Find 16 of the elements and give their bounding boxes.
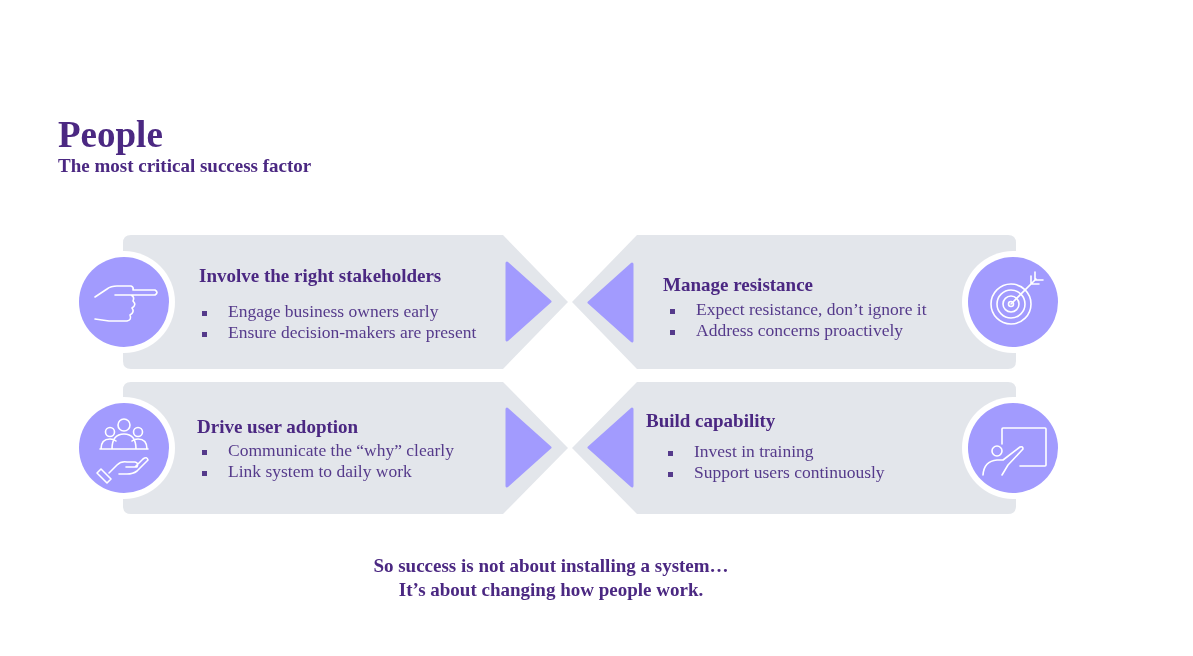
panel-heading: Manage resistance bbox=[663, 274, 814, 297]
bullet-item: Communicate the “why” clearly bbox=[202, 439, 454, 461]
bullet-item: Engage business owners early bbox=[202, 300, 439, 322]
bullet-item: Link system to daily work bbox=[202, 460, 412, 482]
slide-title: People bbox=[58, 113, 163, 157]
bullet-item: Support users continuously bbox=[668, 461, 885, 483]
slide-subtitle: The most critical success factor bbox=[58, 155, 312, 178]
bullet-item: Expect resistance, don’t ignore it bbox=[670, 299, 927, 320]
panel-heading: Drive user adoption bbox=[197, 415, 359, 439]
closing-statement: It’s about changing how people work. bbox=[398, 579, 704, 602]
closing-statement: So success is not about installing a system… bbox=[373, 555, 729, 578]
panel-heading: Build capability bbox=[646, 410, 776, 433]
panel-heading: Involve the right stakeholders bbox=[199, 265, 442, 288]
bullet-item: Ensure decision-makers are present bbox=[202, 321, 477, 343]
bullet-item: Invest in training bbox=[668, 440, 814, 462]
bullet-item: Address concerns proactively bbox=[670, 320, 903, 341]
